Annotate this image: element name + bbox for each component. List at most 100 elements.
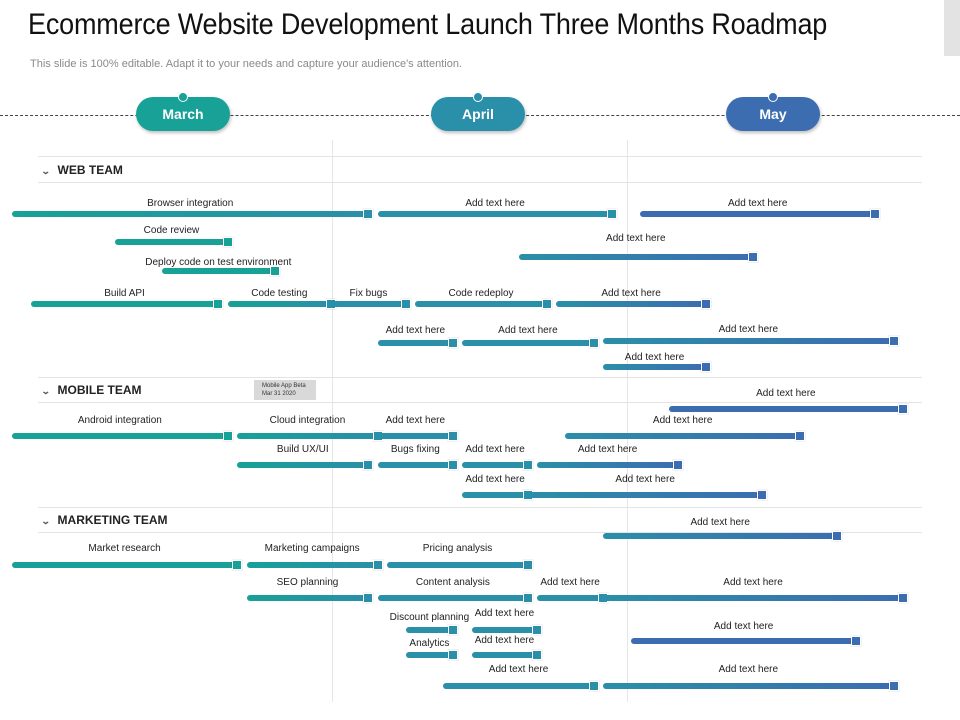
timeline-bar[interactable] [227, 301, 331, 307]
bar-label: Code testing [251, 288, 308, 299]
bar-end-marker [372, 560, 383, 570]
timeline-bar[interactable] [12, 211, 369, 217]
section-divider [38, 402, 922, 403]
timeline-bar[interactable] [462, 462, 528, 468]
timeline-bar[interactable] [415, 301, 547, 307]
timeline-bar[interactable] [237, 433, 378, 439]
section-marketing-team[interactable]: ⌄MARKETING TEAM [40, 513, 168, 527]
timeline-bar[interactable] [556, 301, 707, 307]
bar-end-marker [541, 299, 552, 309]
bar-end-marker [400, 299, 411, 309]
bar-end-marker [588, 681, 599, 691]
bar-label: Fix bugs [349, 288, 388, 299]
timeline-bar[interactable] [471, 652, 538, 658]
bar-label: Add text here [498, 325, 558, 336]
bar-label: Deploy code on test environment [145, 257, 292, 268]
bar-label: Cloud integration [269, 415, 346, 426]
timeline-bar[interactable] [602, 338, 894, 344]
bar-label: Add text here [385, 415, 446, 426]
milestone-line: Mar 31 2020 [262, 391, 296, 397]
timeline-bar[interactable] [377, 595, 528, 601]
section-divider [38, 377, 922, 378]
timeline-bar[interactable] [631, 638, 857, 644]
bar-label: Add text here [577, 444, 638, 455]
corner-accent [944, 0, 960, 56]
bar-label: Android integration [77, 415, 162, 426]
bar-end-marker [522, 560, 533, 570]
bar-end-marker [222, 431, 233, 441]
timeline-bar[interactable] [12, 433, 228, 439]
month-marker [178, 92, 188, 102]
section-divider [38, 532, 922, 533]
bar-end-marker [522, 593, 533, 603]
bar-end-marker [701, 362, 712, 372]
timeline-bar[interactable] [602, 683, 894, 689]
bar-label: Discount planning [389, 612, 470, 623]
timeline-bar[interactable] [377, 462, 453, 468]
timeline-bar[interactable] [162, 268, 275, 274]
timeline-bar[interactable] [602, 364, 707, 370]
timeline-bar[interactable] [527, 492, 763, 498]
bar-end-marker [363, 209, 374, 219]
timeline-bar[interactable] [246, 562, 378, 568]
bar-label: Add text here [601, 288, 661, 299]
section-web-team[interactable]: ⌄WEB TEAM [41, 163, 123, 177]
timeline-bar[interactable] [405, 652, 453, 658]
timeline-bar[interactable] [537, 462, 678, 468]
bar-label: Browser integration [147, 198, 234, 209]
bar-end-marker [898, 404, 909, 414]
timeline-bar[interactable] [387, 562, 528, 568]
timeline-bar[interactable] [565, 433, 800, 439]
section-mobile-team[interactable]: ⌄ MOBILE TEAM [40, 383, 142, 397]
timeline-bar[interactable] [668, 406, 904, 412]
timeline-bar[interactable] [602, 533, 838, 539]
timeline-bar[interactable] [443, 683, 594, 689]
bar-end-marker [222, 237, 233, 247]
timeline-bar[interactable] [405, 627, 453, 633]
bar-label: Add text here [723, 577, 783, 588]
month-marker [473, 92, 483, 102]
timeline-bar[interactable] [246, 595, 369, 601]
timeline-bar[interactable] [330, 301, 406, 307]
bar-end-marker [269, 266, 280, 276]
timeline-bar[interactable] [602, 595, 904, 601]
timeline-bar[interactable] [518, 254, 754, 260]
bar-end-marker [888, 681, 899, 691]
chevron-down-icon: ⌄ [40, 516, 51, 526]
bar-end-marker [213, 299, 224, 309]
bar-end-marker [447, 625, 458, 635]
timeline-bar[interactable] [471, 627, 538, 633]
bar-end-marker [672, 460, 683, 470]
timeline-bar[interactable] [462, 340, 594, 346]
timeline-bar[interactable] [377, 433, 453, 439]
bar-end-marker [447, 338, 458, 348]
bar-label: Build API [104, 288, 145, 299]
section-label: MOBILE TEAM [57, 383, 142, 397]
timeline-bar[interactable] [462, 492, 528, 498]
section-divider [38, 507, 922, 508]
timeline-bar[interactable] [377, 340, 453, 346]
milestone-note: Mobile App Beta Mar 31 2020 [254, 380, 316, 400]
timeline-bar[interactable] [115, 239, 228, 245]
timeline-bar[interactable] [30, 301, 219, 307]
bar-label: Build UX/UI [276, 444, 329, 455]
timeline-bar[interactable] [237, 462, 369, 468]
bar-end-marker [888, 336, 899, 346]
timeline-bar[interactable] [537, 595, 603, 601]
bar-label: Add text here [474, 608, 535, 619]
bar-label: Add text here [540, 577, 600, 588]
bar-end-marker [794, 431, 805, 441]
bar-end-marker [532, 650, 543, 660]
month-marker [768, 92, 778, 102]
chevron-down-icon: ⌄ [40, 386, 51, 396]
bar-end-marker [532, 625, 543, 635]
timeline-bar[interactable] [12, 562, 238, 568]
bar-end-marker [232, 560, 243, 570]
slide-title: Ecommerce Website Development Launch Thr… [28, 8, 828, 41]
bar-end-marker [701, 299, 712, 309]
bar-label: Code redeploy [448, 288, 514, 299]
bar-label: Add text here [615, 474, 675, 485]
bar-end-marker [588, 338, 599, 348]
timeline-bar[interactable] [377, 211, 613, 217]
timeline-bar[interactable] [640, 211, 875, 217]
